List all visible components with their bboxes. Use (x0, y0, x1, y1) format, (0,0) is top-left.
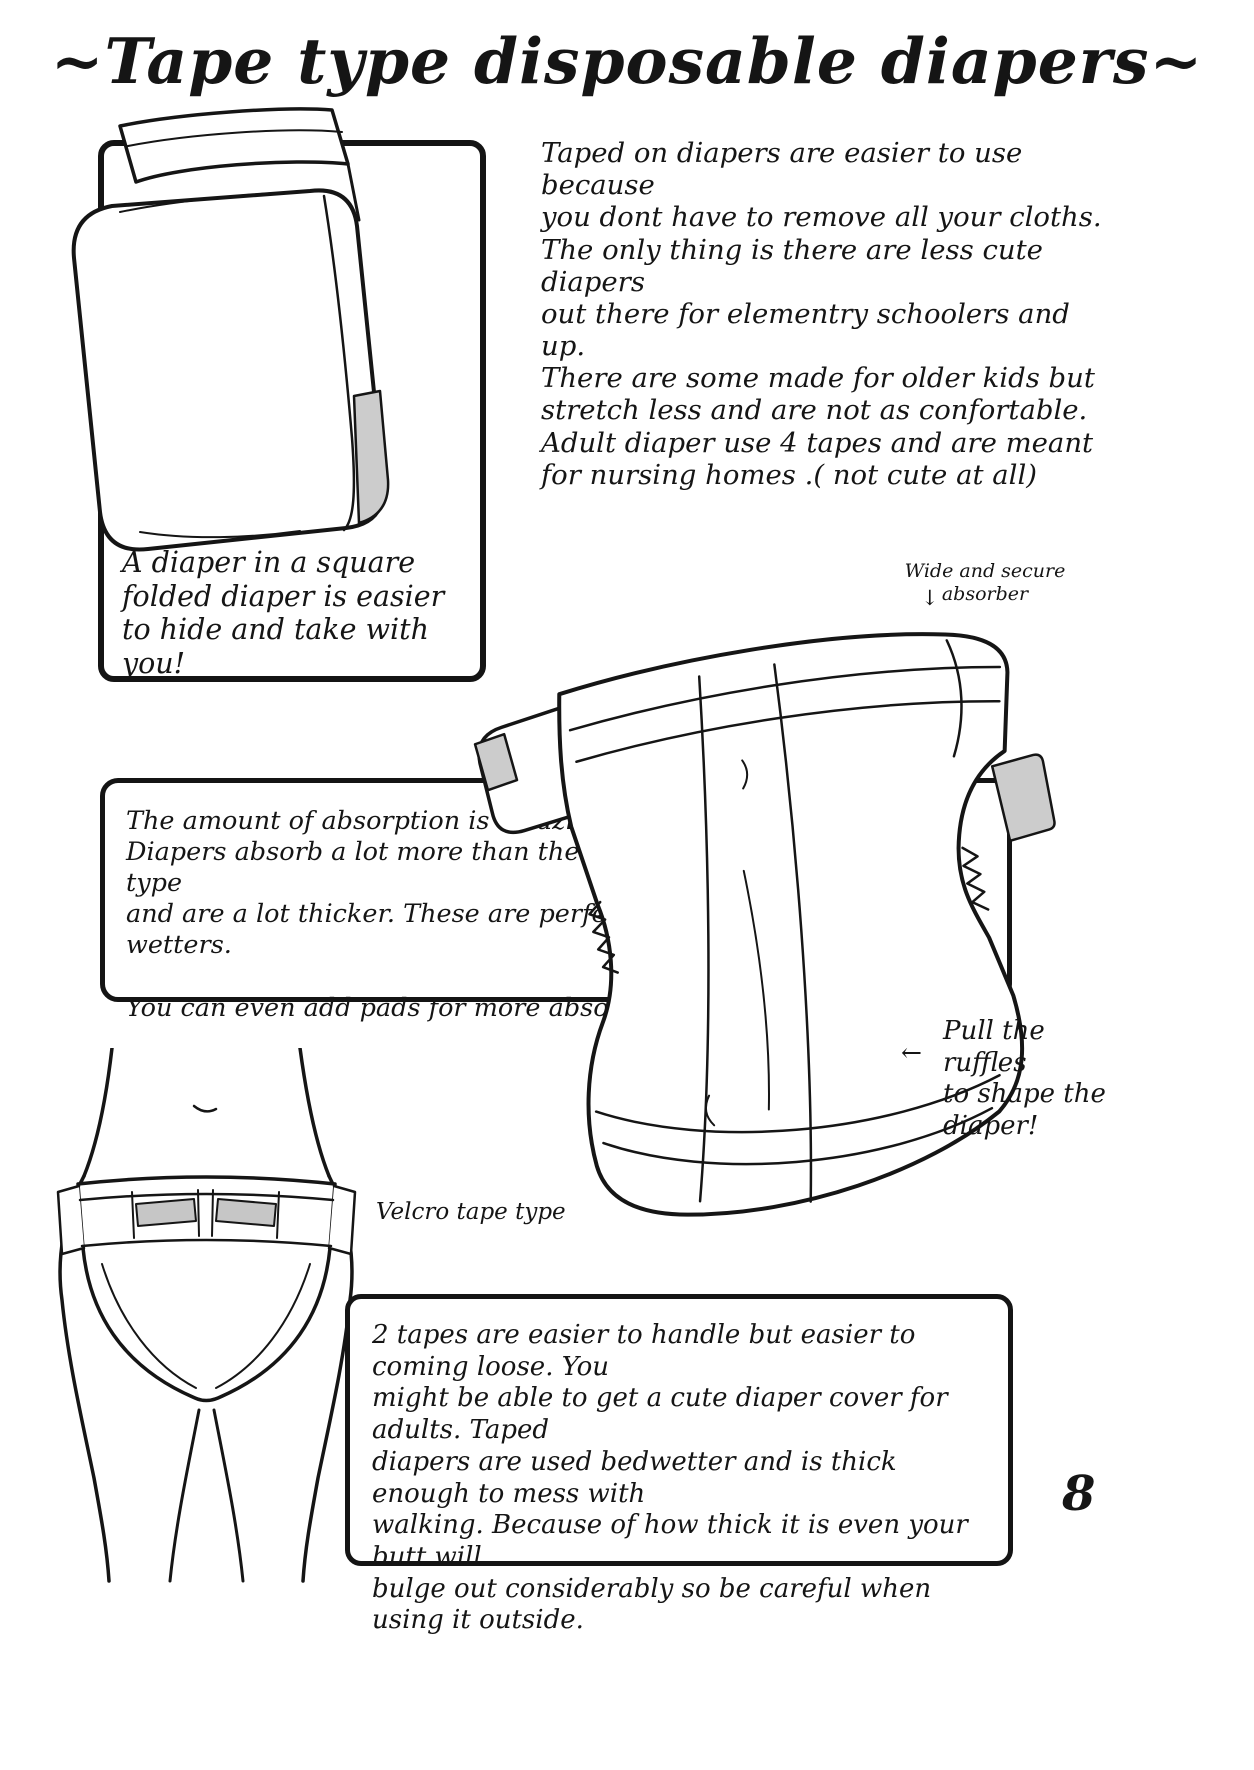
right-ruffles (961, 846, 990, 911)
absorber-annotation: Wide and secure absorber (904, 560, 1066, 605)
tapes-info-text: 2 tapes are easier to handle but easier … (372, 1320, 968, 1636)
worn-right-tape (215, 1198, 277, 1227)
tapes-info-box (345, 1294, 1013, 1566)
folded-diaper-caption: A diaper in a square folded diaper is ea… (122, 546, 445, 680)
down-arrow-icon: ↓ (921, 586, 939, 610)
right-tape (990, 753, 1056, 843)
person-wearing-diaper-illustration (56, 1048, 357, 1583)
left-arrow-icon: ← (901, 1038, 922, 1067)
navel (192, 1104, 218, 1113)
diaper-outline (557, 632, 1025, 1217)
left-tape (473, 732, 519, 792)
worn-diaper-outline (76, 1175, 337, 1403)
folded-diaper-illustration (71, 107, 390, 552)
intro-text: Taped on diapers are easier to use becau… (541, 137, 1102, 491)
tape-strip (352, 389, 390, 525)
worn-left-tape (135, 1198, 197, 1227)
page-title: ~Tape type disposable diapers~ (50, 24, 1204, 98)
ruffles-annotation: Pull the ruffles to shape the diaper! (943, 1016, 1106, 1142)
velcro-tape-label: Velcro tape type (376, 1199, 566, 1225)
open-diaper-illustration (473, 632, 1056, 1217)
page-number: 8 (1062, 1466, 1096, 1522)
left-ruffles (588, 900, 619, 974)
